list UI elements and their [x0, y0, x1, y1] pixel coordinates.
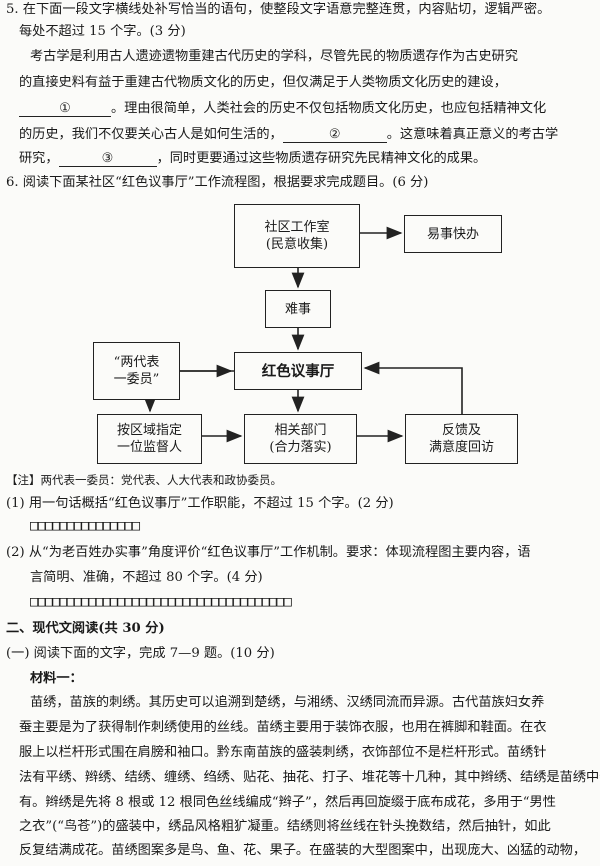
- q6-sub2-answer-boxes[interactable]: □□□□□□□□□□□□□□□□□□□□□□□□□□□□□□□□□□□□: [30, 595, 292, 610]
- section2-subtitle: (一) 阅读下面的文字，完成 7—9 题。(10 分): [6, 646, 275, 661]
- material-line4: 法有平绣、辫绣、结绣、缠绣、绉绣、贴花、抽花、打子、堆花等十几种，其中辫绣、结绣…: [19, 770, 600, 785]
- material-line5: 有。辫绣是先将 8 根或 12 根同色丝线编成“辫子”，然后再回旋缀于底布成花，…: [19, 795, 556, 810]
- q6-sub2-line2: 言简明、准确，不超过 80 个字。(4 分): [30, 570, 263, 585]
- material-line7: 反复结满成花。苗绣图案多是鸟、鱼、花、果子。在盛装的大型图案中，出现庞大、凶猛的…: [19, 843, 587, 858]
- q5-stem-line2: 每处不超过 15 个字。(3 分): [19, 24, 186, 39]
- material-line1: 苗绣，苗族的刺绣。其历史可以追溯到楚绣，与湘绣、汉绣同流而异源。古代苗族妇女养: [30, 695, 545, 710]
- q6-sub1-answer-boxes[interactable]: □□□□□□□□□□□□□□□: [30, 519, 140, 534]
- q5-para-line1: 考古学是利用古人遗迹遗物重建古代历史的学科，尽管先民的物质遗存作为古史研究: [30, 49, 518, 64]
- q5-para-line5-a: 研究，: [19, 151, 59, 166]
- q6-sub2-line1: (2) 从“为老百姓办实事”角度评价“红色议事厅”工作机制。要求：体现流程图主要…: [6, 545, 531, 560]
- arrow-feedback-to-hall: [363, 361, 463, 414]
- blank-1[interactable]: ①: [19, 101, 111, 117]
- q6-sub1: (1) 用一句话概括“红色议事厅”工作职能，不超过 15 个字。(2 分): [6, 496, 394, 511]
- flowchart-note: 【注】两代表一委员：党代表、人大代表和政协委员。: [6, 473, 282, 487]
- q5-para-line5: 研究，③，同时更要通过这些物质遗存研究先民精神文化的成果。: [0, 151, 600, 167]
- flow-node-hard: 难事: [265, 290, 331, 328]
- flow-node-supervisor: 按区域指定 一位监督人: [97, 414, 202, 464]
- flow-node-feedback: 反馈及 满意度回访: [405, 414, 518, 464]
- blank-3[interactable]: ③: [58, 151, 157, 167]
- material-line3: 服上以栏杆形式围在肩膀和袖口。黔东南苗族的盛装刺绣，衣饰部位不是栏杆形式。苗绣针: [19, 745, 547, 760]
- section2-title: 二、现代文阅读(共 30 分): [6, 621, 165, 636]
- flow-node-departments: 相关部门 (合力落实): [244, 414, 357, 464]
- q5-para-line2: 的直接史料有益于重建古代物质文化的历史，但仅满足于人类物质文化历史的建设，: [19, 75, 507, 90]
- q5-para-line3-text: 。理由很简单，人类社会的历史不仅包括物质文化历史，也应包括精神文化: [111, 101, 547, 116]
- q6-stem: 6. 阅读下面某社区“红色议事厅”工作流程图，根据要求完成题目。(6 分): [6, 175, 429, 190]
- q5-para-line4: 的历史，我们不仅要关心古人是如何生活的，②。这意味着真正意义的考古学: [0, 127, 600, 143]
- q5-para-line5-b: ，同时更要通过这些物质遗存研究先民精神文化的成果。: [156, 151, 487, 166]
- q5-para-line4-a: 的历史，我们不仅要关心古人是如何生活的，: [19, 127, 283, 142]
- flow-node-reps: “两代表 一委员”: [93, 342, 180, 400]
- flow-node-hall: 红色议事厅: [234, 352, 362, 390]
- flow-node-office: 社区工作室 (民意收集): [234, 204, 360, 268]
- material-line6: 之衣”(“鸟苍”)的盛装中，绣品风格粗犷凝重。结绣则将丝线在针头挽数结，然后抽针…: [19, 819, 551, 834]
- q5-stem-line1: 5. 在下面一段文字横线处补写恰当的语句，使整段文字语意完整连贯，内容贴切，逻辑…: [6, 2, 551, 17]
- material-line2: 蚕主要是为了获得制作刺绣使用的丝线。苗绣主要用于装饰衣服，也用在裤脚和鞋面。在衣: [19, 720, 547, 735]
- flow-node-easy: 易事快办: [404, 215, 502, 253]
- q5-para-line3: ①。理由很简单，人类社会的历史不仅包括物质文化历史，也应包括精神文化: [0, 101, 600, 117]
- q5-para-line4-b: 。这意味着真正意义的考古学: [386, 127, 559, 142]
- material-label: 材料一：: [30, 671, 83, 686]
- blank-2[interactable]: ②: [282, 127, 387, 143]
